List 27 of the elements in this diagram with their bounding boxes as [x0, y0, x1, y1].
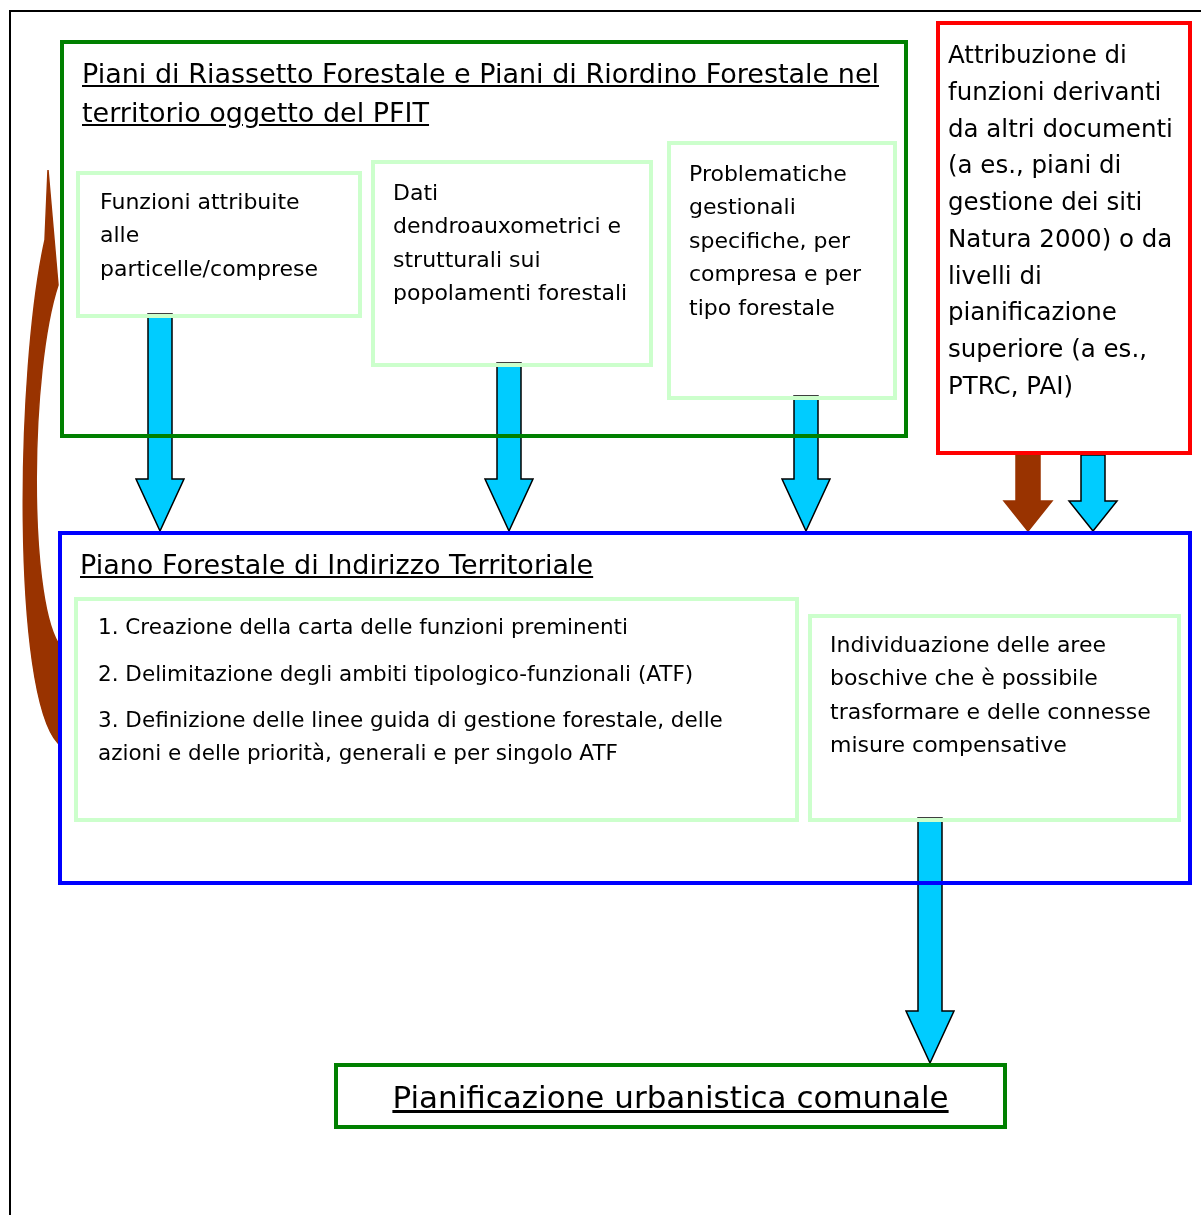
box-text: Funzioni attribuite alle particelle/comprese [100, 188, 320, 283]
box-text: Individuazione delle aree boschive che è possibile trasformare e delle connesse misure compensative [830, 631, 1152, 760]
process-box [936, 21, 1192, 455]
group-box [58, 531, 1192, 885]
process-box [371, 160, 653, 367]
list-item: 2. Delimitazione degli ambiti tipologico-funzionali (ATF) [98, 659, 695, 688]
process-box [74, 597, 799, 822]
box-title: Pianificazione urbanistica comunale [391, 1078, 950, 1117]
process-box [76, 171, 362, 318]
block-arrow [1002, 454, 1054, 533]
block-arrow [780, 395, 832, 533]
box-text: Attribuzione di funzioni derivanti da altri documenti (a es., piani di gestione dei siti Natura 2000) o da livelli di pianificazione superiore (a es., PTRC, PAI) [948, 39, 1174, 402]
box-title: Piani di Riassetto Forestale e Piani di Riordino Forestale nel territorio oggetto del PFIT [82, 57, 880, 131]
process-box [334, 1063, 1007, 1129]
block-arrow [1067, 454, 1119, 533]
list-item: 3. Definizione delle linee guida di gestione forestale, delle azioni e delle priorità, generali e per singolo ATF [98, 706, 724, 767]
list-item: 1. Creazione della carta delle funzioni preminenti [98, 613, 629, 641]
box-text: Dati dendroauxometrici e strutturali sui popolamenti forestali [393, 179, 629, 308]
block-arrow [904, 817, 956, 1065]
process-box [808, 614, 1181, 822]
block-arrow [22, 169, 59, 744]
group-box [60, 40, 908, 438]
box-text: Problematiche gestionali specifiche, per compresa e per tipo forestale [689, 160, 863, 322]
box-title: Piano Forestale di Indirizzo Territoriale [80, 548, 595, 582]
block-arrow [134, 313, 186, 533]
process-box [667, 141, 897, 400]
block-arrow [483, 362, 535, 533]
